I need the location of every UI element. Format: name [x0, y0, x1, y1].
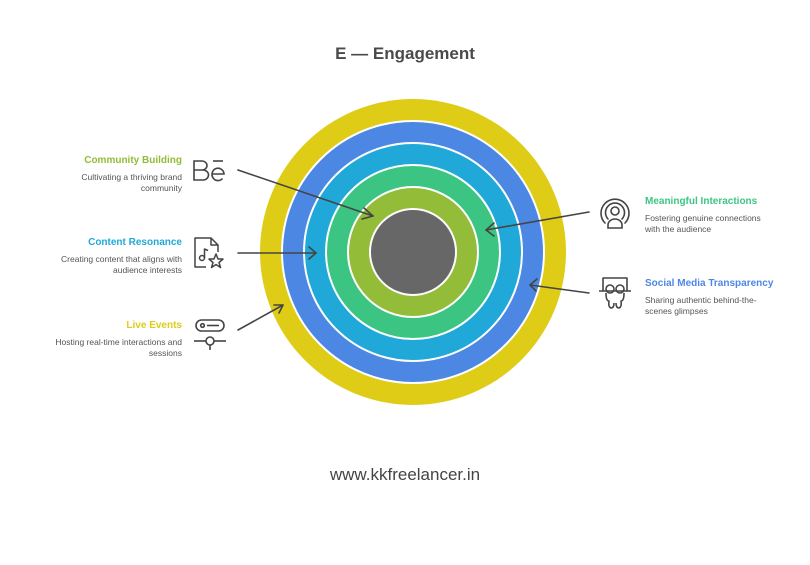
core — [369, 208, 457, 296]
music-file-star-icon — [194, 237, 224, 269]
footer-url: www.kkfreelancer.in — [329, 465, 481, 484]
arrow-community — [237, 169, 374, 220]
item-meaningful-interactions: Meaningful Interactions Fostering genuin… — [645, 196, 795, 235]
toggle-timeline-icon — [194, 319, 226, 350]
item-community-building: Community Building Cultivating a thrivin… — [32, 155, 182, 194]
item-description: Fostering genuine connections with the a… — [645, 213, 761, 234]
arrow-meaningful — [485, 211, 590, 237]
arrow-live — [237, 304, 284, 331]
item-title: Meaningful Interactions — [645, 196, 758, 207]
behance-icon — [193, 160, 225, 182]
item-live-events: Live Events Hosting real-time interactio… — [32, 320, 182, 359]
item-title: Community Building — [84, 155, 182, 166]
broadcast-user-icon — [600, 198, 630, 229]
arrow-social — [529, 278, 590, 294]
item-social-media-transparency: Social Media Transparency Sharing authen… — [645, 278, 795, 317]
item-description: Sharing authentic behind-the-scenes glim… — [645, 295, 757, 316]
slideshare-icon — [599, 277, 631, 309]
item-title: Social Media Transparency — [645, 278, 774, 289]
diagram-title: E — Engagement — [335, 44, 475, 63]
item-title: Content Resonance — [88, 237, 182, 248]
item-description: Cultivating a thriving brand community — [81, 172, 182, 193]
item-description: Creating content that aligns with audien… — [61, 254, 182, 275]
item-title: Live Events — [126, 320, 182, 331]
item-content-resonance: Content Resonance Creating content that … — [32, 237, 182, 276]
item-description: Hosting real-time interactions and sessi… — [55, 337, 182, 358]
arrow-content — [237, 246, 317, 260]
